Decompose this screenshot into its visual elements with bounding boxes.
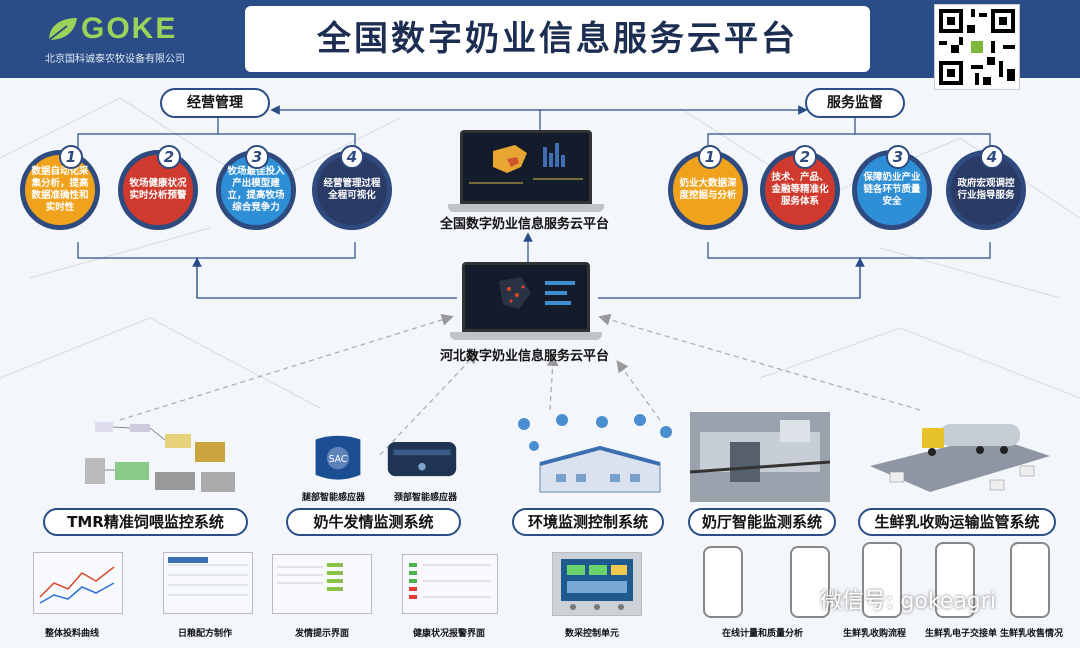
neck-sensor-caption: 颈部智能感应器 — [394, 493, 458, 503]
caption-health-alert: 健康状况报警界面 — [413, 629, 486, 639]
dashboard-map-icon — [463, 133, 589, 201]
health-table-icon — [403, 555, 497, 613]
left-item-3-number: 3 — [245, 145, 269, 169]
milk-transport-system-label: 生鲜乳收购运输监管系统 — [858, 508, 1056, 536]
hebei-laptop-base — [450, 332, 602, 340]
table-icon — [164, 553, 252, 613]
caption-sales-status: 生鲜乳收售情况 — [1000, 629, 1064, 639]
phone-screenshot-1 — [703, 546, 743, 618]
right-item-2-number: 2 — [793, 145, 817, 169]
neck-sensor-icon — [387, 441, 457, 477]
tmr-system-label: TMR精准饲喂监控系统 — [43, 508, 248, 536]
ration-formula-screenshot — [163, 552, 253, 614]
line-chart-icon — [34, 553, 122, 613]
caption-purchase-flow: 生鲜乳收购流程 — [843, 629, 907, 639]
parlor-system-label: 奶厅智能监测系统 — [688, 508, 836, 536]
left-item-4-number: 4 — [340, 145, 364, 169]
milking-parlor-photo — [690, 412, 830, 502]
feeding-curve-screenshot — [33, 552, 123, 614]
tmr-system-diagram-icon — [85, 422, 235, 492]
national-dashboard-screen — [460, 130, 592, 204]
caption-handover-doc: 生鲜乳电子交接单 — [925, 629, 998, 639]
company-name: 北京国科诚泰农牧设备有限公司 — [45, 54, 185, 65]
leaf-logo-icon — [48, 18, 77, 41]
company-logo: GOKE 北京国科诚泰农牧设备有限公司 — [45, 12, 215, 68]
estrus-alert-screenshot — [272, 554, 372, 614]
alert-table-icon — [273, 555, 371, 613]
environment-system-label: 环境监测控制系统 — [512, 508, 664, 536]
health-alert-screenshot — [402, 554, 498, 614]
phone-screenshot-4 — [935, 542, 975, 618]
national-laptop-base — [448, 204, 604, 212]
service-supervision-title: 服务监督 — [805, 88, 905, 118]
barn-environment-icon — [518, 414, 672, 493]
caption-control-unit: 数采控制单元 — [565, 629, 620, 639]
caption-estrus-alert: 发情提示界面 — [295, 629, 350, 639]
right-item-3-number: 3 — [886, 145, 910, 169]
wechat-watermark: 微信号: gokeagri — [820, 589, 996, 614]
leg-sensor-icon: SAC — [315, 435, 361, 480]
logo-text: GOKE — [81, 12, 178, 45]
page-title: 全国数字奶业信息服务云平台 — [245, 6, 870, 72]
control-unit-photo — [552, 552, 642, 616]
leg-sensor-caption: 腿部智能感应器 — [302, 493, 366, 503]
left-item-1-number: 1 — [59, 145, 83, 169]
svg-text:SAC: SAC — [329, 454, 348, 465]
caption-online-metering: 在线计量和质量分析 — [722, 629, 804, 639]
phone-screenshot-2 — [790, 546, 830, 618]
qr-code-icon — [934, 4, 1020, 90]
hebei-platform-label: 河北数字奶业信息服务云平台 — [440, 349, 610, 364]
caption-feeding-curve: 整体投料曲线 — [45, 629, 100, 639]
phone-screenshot-5 — [1010, 542, 1050, 618]
national-platform-label: 全国数字奶业信息服务云平台 — [440, 217, 610, 232]
control-panel-icon — [561, 559, 633, 610]
right-item-4-number: 4 — [980, 145, 1004, 169]
left-item-2-number: 2 — [157, 145, 181, 169]
hebei-dashboard-screen — [462, 262, 590, 332]
milk-tanker-icon — [870, 424, 1050, 492]
estrus-system-label: 奶牛发情监测系统 — [286, 508, 461, 536]
right-item-1-number: 1 — [698, 145, 722, 169]
phone-screenshot-3 — [862, 542, 902, 618]
hebei-map-icon — [465, 265, 587, 329]
business-management-title: 经营管理 — [160, 88, 270, 118]
caption-ration-formula: 日粮配方制作 — [178, 629, 233, 639]
